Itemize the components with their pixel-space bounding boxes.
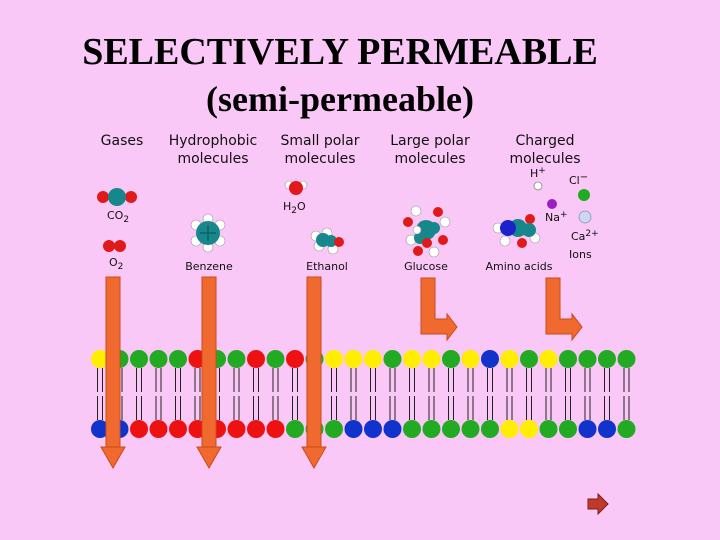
phospholipid-head: [481, 350, 499, 368]
ca-ion: [578, 210, 592, 224]
header-small-polar-line1: Small polar: [280, 133, 359, 149]
phospholipid-head: [559, 420, 577, 438]
phospholipid-head: [286, 420, 304, 438]
arrow-hydrophobic: [196, 276, 222, 470]
na-ion: [547, 199, 557, 209]
header-charged-line1: Charged: [515, 133, 574, 149]
phospholipid-tails: [97, 368, 630, 420]
ions-group: H+ Cl− Na+ Ca2+ Ions: [530, 166, 599, 261]
phospholipid-head: [598, 350, 616, 368]
phospholipid-head: [559, 350, 577, 368]
phospholipid-head: [91, 420, 109, 438]
header-large-polar-line1: Large polar: [390, 133, 470, 149]
phospholipid-head: [520, 350, 538, 368]
h-ion-label: H+: [530, 166, 546, 180]
header-gases: Gases: [101, 133, 144, 149]
phospholipid-head: [422, 350, 441, 368]
header-large-polar-line2: molecules: [394, 151, 465, 167]
phospholipid-head: [91, 350, 109, 368]
phospholipid-head: [500, 420, 519, 438]
phospholipid-head: [325, 350, 343, 368]
ca-ion-label: Ca2+: [571, 229, 599, 243]
co2-molecule: [97, 188, 137, 206]
phospholipid-head: [266, 350, 285, 368]
phospholipid-head: [578, 350, 597, 368]
phospholipid-head: [149, 350, 168, 368]
cl-ion: [578, 189, 590, 201]
phospholipid-head: [617, 420, 636, 438]
phospholipid-head: [247, 420, 265, 438]
phospholipid-head: [539, 420, 558, 438]
phospholipid-heads-top: [91, 350, 636, 368]
arrow-gases: [100, 276, 126, 470]
arrow-small-polar: [301, 276, 327, 470]
na-ion-label: Na+: [545, 210, 568, 224]
phospholipid-head: [403, 350, 421, 368]
ions-label: Ions: [569, 248, 592, 261]
phospholipid-head: [539, 350, 558, 368]
phospholipid-head: [461, 350, 480, 368]
h2o-molecule: [284, 180, 308, 195]
phospholipid-head: [325, 420, 343, 438]
phospholipid-head: [422, 420, 441, 438]
benzene-molecule: [190, 213, 226, 253]
phospholipid-head: [149, 420, 168, 438]
o2-molecule: [103, 240, 126, 252]
header-charged-line2: molecules: [509, 151, 580, 167]
o2-label: O2: [109, 256, 123, 272]
phospholipid-head: [286, 350, 304, 368]
header-small-polar-line2: molecules: [284, 151, 355, 167]
amino-acid-molecule: [492, 214, 541, 248]
phospholipid-head: [461, 420, 480, 438]
ethanol-label: Ethanol: [306, 260, 348, 273]
glucose-molecule: [403, 205, 451, 258]
phospholipid-head: [227, 350, 246, 368]
phospholipid-head: [383, 350, 402, 368]
phospholipid-head: [169, 350, 187, 368]
page-title: SELECTIVELY PERMEABLE: [82, 31, 598, 73]
amino-acids-label: Amino acids: [485, 260, 552, 273]
header-hydrophobic-line2: molecules: [177, 151, 248, 167]
phospholipid-head: [227, 420, 246, 438]
page-subtitle: (semi-permeable): [206, 79, 474, 119]
phospholipid-head: [247, 350, 265, 368]
h2o-label: H2O: [283, 200, 306, 216]
phospholipid-head: [266, 420, 285, 438]
phospholipid-head: [344, 350, 363, 368]
phospholipid-head: [130, 420, 148, 438]
phospholipid-head: [403, 420, 421, 438]
phospholipid-head: [442, 350, 460, 368]
phospholipid-head: [500, 350, 519, 368]
phospholipid-head: [169, 420, 187, 438]
h-ion: [533, 181, 543, 191]
ethanol-molecule: [310, 227, 344, 255]
phospholipid-head: [578, 420, 597, 438]
arrow-large-polar-blocked: [420, 277, 458, 342]
phospholipid-head: [520, 420, 538, 438]
next-slide-arrow-icon[interactable]: [586, 492, 610, 516]
header-hydrophobic-line1: Hydrophobic: [169, 133, 258, 149]
phospholipid-head: [617, 350, 636, 368]
glucose-label: Glucose: [404, 260, 448, 273]
cl-ion-label: Cl−: [569, 172, 588, 187]
phospholipid-head: [364, 350, 382, 368]
phospholipid-head: [442, 420, 460, 438]
phospholipid-head: [481, 420, 499, 438]
phospholipid-head: [598, 420, 616, 438]
phospholipid-head: [130, 350, 148, 368]
phospholipid-heads-bottom: [91, 420, 636, 438]
co2-label: CO2: [107, 209, 129, 225]
phospholipid-head: [364, 420, 382, 438]
benzene-label: Benzene: [185, 260, 233, 273]
phospholipid-head: [383, 420, 402, 438]
category-headers: Gases Hydrophobic molecules Small polar …: [101, 133, 581, 167]
arrow-charged-blocked: [545, 277, 583, 342]
phospholipid-head: [344, 420, 363, 438]
